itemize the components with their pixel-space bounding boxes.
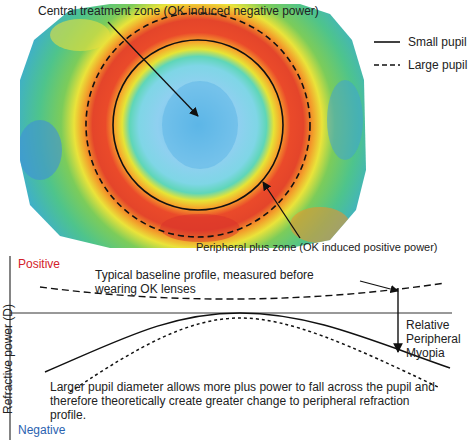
legend-label: Small pupil [408, 35, 474, 49]
annotation-text: Positive [18, 257, 98, 271]
leader-arrow [360, 281, 398, 291]
annotation-text: Central treatment zone (OK induced negat… [38, 4, 378, 18]
topography-map [15, 0, 375, 255]
large-pupil-circle [86, 13, 310, 237]
annotation-text: Peripheral plus zone (OK induced positiv… [196, 240, 474, 254]
myopia-arrow [397, 288, 398, 352]
legend-line-solid [374, 41, 400, 43]
annotation-text: Refractive power (D) [1, 299, 15, 419]
map-fill [15, 0, 375, 255]
legend-label: Large pupil [408, 58, 474, 72]
small-pupil-curve [45, 313, 450, 372]
annotation-text: Negative [18, 423, 98, 437]
map-patch [327, 80, 363, 160]
annotation-text: Larger pupil diameter allows more plus p… [50, 380, 438, 422]
legend-line-dashed [374, 64, 400, 66]
small-pupil-circle [113, 40, 283, 210]
map-patch [162, 81, 238, 169]
annotation-text: Relative Peripheral Myopia [406, 318, 474, 360]
leader-arrow [263, 182, 300, 238]
map-patch [18, 120, 62, 180]
leader-arrow [108, 22, 198, 116]
map-patch [50, 19, 110, 51]
map-patch [160, 214, 240, 242]
annotation-text: Typical baseline profile, measured befor… [95, 268, 340, 296]
